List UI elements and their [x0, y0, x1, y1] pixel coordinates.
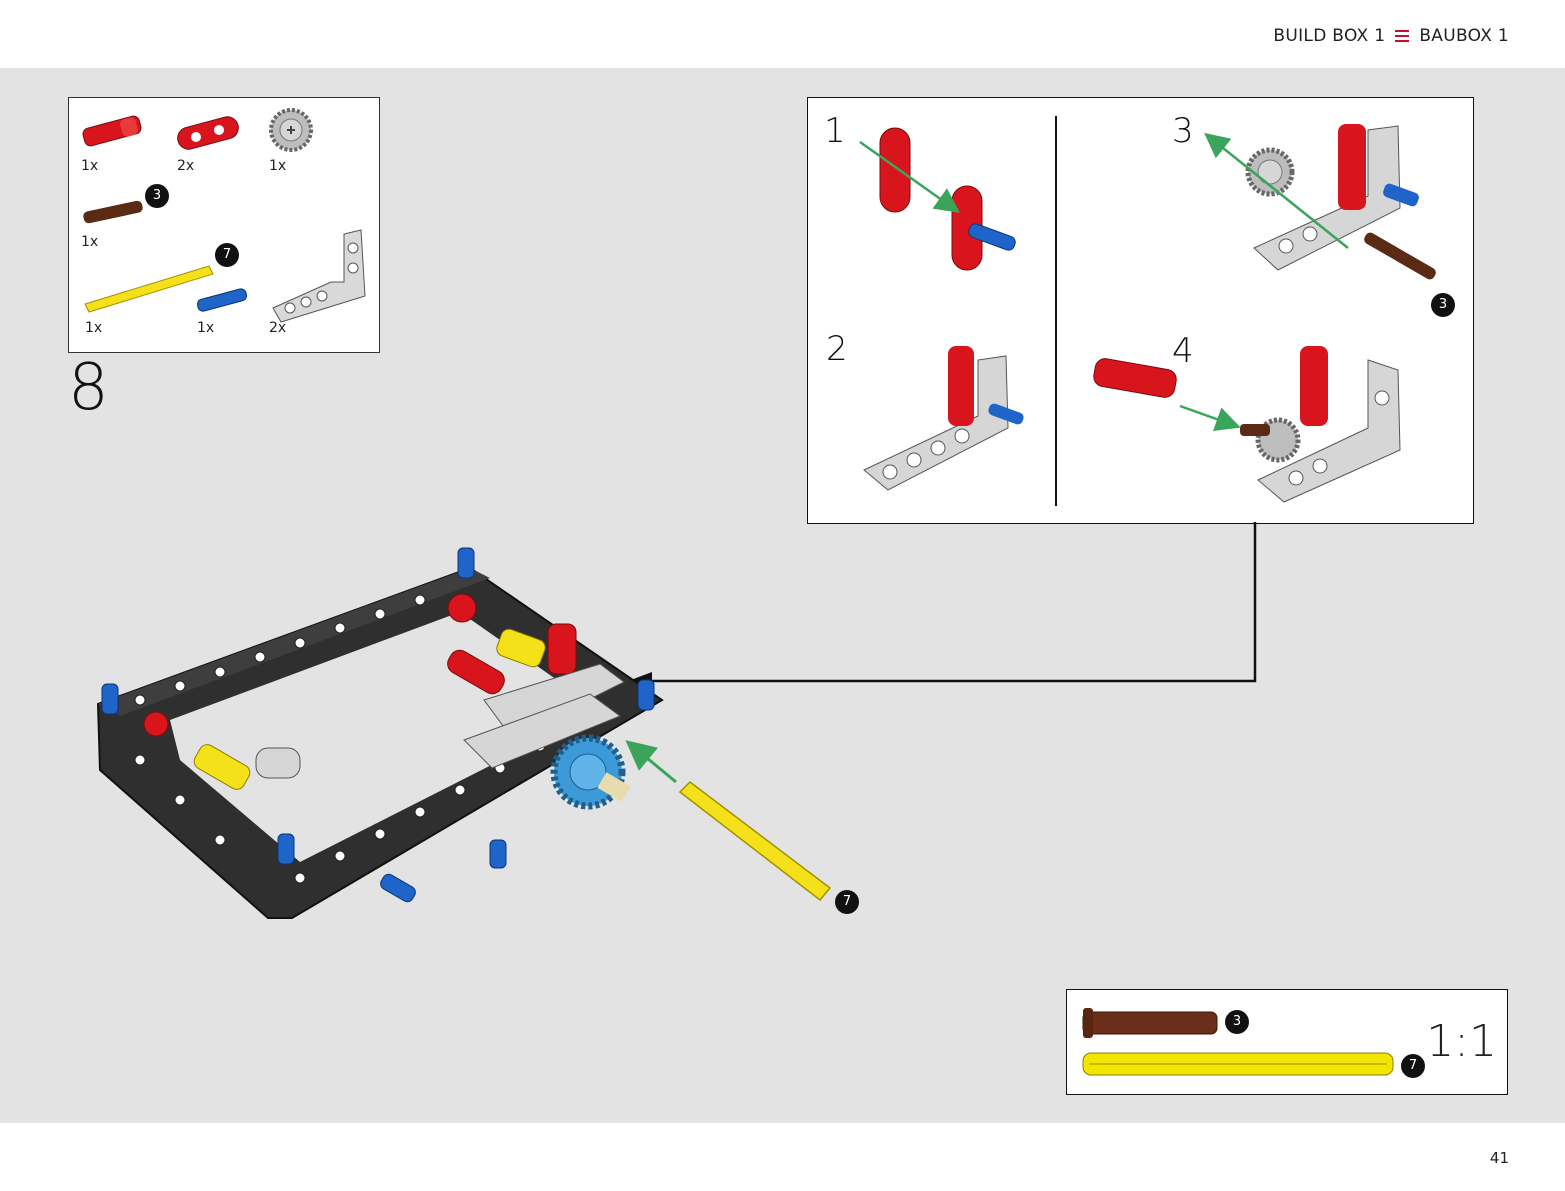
substep-number: 3	[1172, 111, 1194, 151]
scale-callout: 7	[1401, 1054, 1425, 1078]
page-number: 41	[1489, 1149, 1509, 1167]
substep-number: 4	[1172, 331, 1194, 371]
part-qty: 2x	[269, 320, 287, 336]
gray-angled-beam-icon	[272, 229, 366, 323]
part-qty: 1x	[81, 234, 99, 250]
part-callout: 7	[215, 243, 239, 267]
header-left-label: BUILD BOX 1	[1273, 26, 1386, 46]
part-qty: 1x	[269, 158, 287, 174]
blue-gear	[550, 734, 631, 810]
substep-4-art	[1093, 346, 1401, 503]
frame-holes	[134, 594, 546, 884]
part-qty: 1x	[197, 320, 215, 336]
page-footer: 41	[0, 1123, 1565, 1191]
blue-pins	[101, 547, 655, 903]
parts-list-art	[82, 108, 366, 323]
red-thin-beam-icon	[177, 116, 239, 150]
brown-axle-icon	[83, 200, 143, 224]
header-right-label: BAUBOX 1	[1419, 26, 1509, 46]
scale-callout: 3	[1225, 1010, 1249, 1034]
red-axle-connector-icon	[82, 115, 142, 147]
substep-1-art	[859, 127, 1016, 271]
scale-axles-art	[1082, 1008, 1394, 1076]
scale-reference-box: 3 7 1:1	[1066, 989, 1508, 1095]
step-number: 8	[68, 351, 109, 425]
part-callout: 3	[145, 184, 169, 208]
substep-number: 2	[826, 329, 848, 369]
part-qty: 2x	[177, 158, 195, 174]
substep-2-art	[863, 346, 1024, 491]
substep-3-art	[1204, 124, 1436, 280]
substep-callout: 3	[1431, 293, 1455, 317]
part-qty: 1x	[81, 158, 99, 174]
header-title: BUILD BOX 1 BAUBOX 1	[1273, 26, 1509, 46]
substep-number: 1	[824, 111, 846, 151]
part-qty: 1x	[85, 320, 103, 336]
yellow-axle-icon	[84, 265, 214, 313]
blue-pin-icon	[196, 288, 248, 312]
scale-label: 1:1	[1426, 1016, 1497, 1067]
axle-callout: 7	[835, 890, 859, 914]
gray-gear-icon	[269, 108, 313, 152]
parts-list-box: 1x 2x 1x 1x 3 1x 7 1x 2x	[68, 97, 380, 353]
insert-arrow	[625, 740, 677, 784]
menu-lines-icon	[1395, 30, 1410, 42]
yellow-axle-main	[678, 781, 832, 902]
subassembly-box: 1 2 3 4 3	[807, 97, 1474, 524]
subassembly-divider	[1055, 116, 1057, 506]
red-parts	[143, 593, 577, 737]
subassembly-art	[859, 124, 1436, 503]
yellow-connectors	[193, 628, 546, 790]
gray-beams	[255, 663, 625, 779]
page-header: BUILD BOX 1 BAUBOX 1	[0, 0, 1565, 68]
